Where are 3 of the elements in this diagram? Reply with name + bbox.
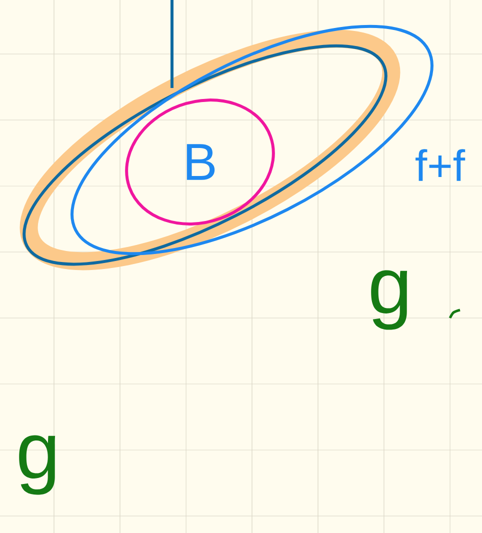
handwritten-letter: g [19, 435, 56, 495]
handwritten-letter: g [371, 270, 408, 330]
handwritten-letter: f+f [416, 149, 466, 181]
